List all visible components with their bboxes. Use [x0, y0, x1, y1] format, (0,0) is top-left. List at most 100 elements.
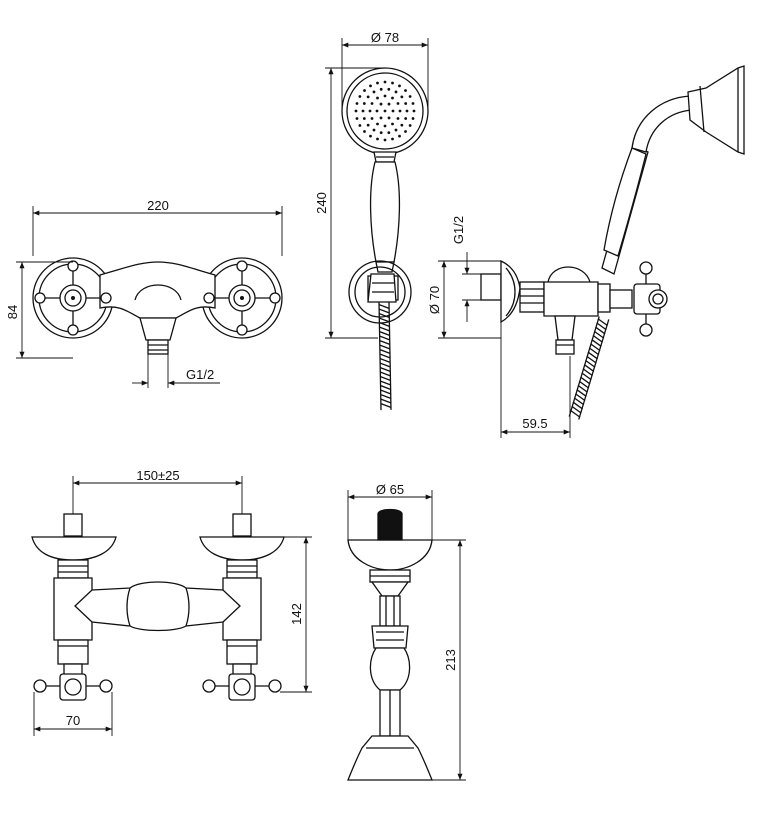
hose-ring [592, 334, 603, 343]
hose-ring [380, 402, 392, 409]
hose-edge [388, 301, 392, 410]
nozzle-dot [379, 131, 383, 135]
left-cross-handle [34, 260, 112, 336]
dim-holder-height: 213 [443, 649, 458, 671]
nozzle-dot [379, 116, 383, 120]
hose-ring [586, 355, 597, 364]
hose-ring [578, 380, 590, 389]
nozzle-dot [387, 87, 391, 91]
nozzle-dot [404, 130, 407, 133]
nozzle-dot [398, 134, 401, 138]
dim-side-inlet: G1/2 [451, 216, 466, 244]
hose-ring [379, 339, 390, 346]
hose-edge [378, 302, 382, 411]
dim-front-outlet: G1/2 [186, 367, 214, 382]
dim-handshower-length: 240 [314, 192, 329, 214]
nozzle-dot [358, 124, 362, 127]
spray-nozzles [354, 80, 416, 142]
dim-head-diameter: Ø 78 [371, 30, 399, 45]
nozzle-dot [405, 109, 409, 113]
hose-ring [576, 389, 587, 397]
dim-center-distance: 150±25 [136, 468, 179, 483]
holder-view: Ø 65 213 [347, 482, 466, 781]
hose-ring [380, 371, 391, 377]
nozzle-dot [412, 109, 416, 113]
nozzle-dot [387, 102, 391, 106]
nozzle-dot [362, 102, 366, 105]
hose-ring [380, 393, 391, 400]
nozzle-dot [398, 109, 402, 113]
hose-ring [379, 330, 390, 337]
nozzle-dot [391, 137, 394, 141]
nozzle-dot [398, 84, 401, 88]
hose-ring [580, 376, 591, 385]
nozzle-dot [408, 124, 412, 127]
nozzle-dot [361, 109, 365, 113]
side-handset [601, 65, 745, 275]
hose-ring [588, 347, 600, 356]
nozzle-dot [394, 128, 398, 132]
hose-ring [581, 372, 592, 381]
nozzle-dot [368, 109, 372, 113]
nozzle-dot [354, 109, 358, 113]
nozzle-dot [404, 102, 408, 105]
hose-ring [591, 339, 602, 347]
nozzle-dot [369, 84, 372, 88]
hose-ring [585, 359, 596, 368]
hose-ring [379, 335, 390, 341]
hose-ring [379, 326, 390, 332]
front-view: 220 84 G1/2 [5, 198, 283, 388]
hose-ring [380, 380, 391, 386]
nozzle-dot [362, 117, 366, 120]
nozzle-dot [391, 81, 394, 85]
nozzle-dot [372, 128, 376, 132]
hose-ring [380, 384, 391, 391]
hose-ring [378, 303, 390, 310]
nozzle-dot [383, 109, 387, 113]
nozzle-dot [355, 102, 359, 105]
hose-ring [571, 405, 582, 414]
nozzle-dot [370, 102, 374, 105]
dim-side-flange: Ø 70 [427, 286, 442, 314]
hose-ring [575, 393, 586, 402]
nozzle-dot [383, 94, 387, 98]
hose-ring [590, 343, 601, 352]
hose-ring [597, 318, 608, 327]
side-hose [568, 316, 610, 420]
hose-ring [380, 366, 391, 373]
hose-ring [593, 330, 605, 339]
hose-ring [379, 317, 390, 323]
hose-ring [582, 368, 593, 377]
nozzle-dot [387, 131, 391, 135]
nozzle-dot [366, 95, 370, 99]
dim-front-width: 220 [147, 198, 169, 213]
nozzle-dot [375, 109, 379, 113]
nozzle-dot [391, 122, 394, 126]
hose-ring [379, 321, 390, 328]
nozzle-dot [408, 95, 412, 98]
nozzle-dot [396, 117, 400, 120]
hose-ring [378, 308, 390, 314]
hose-ring [595, 326, 606, 335]
nozzle-dot [394, 90, 398, 94]
hose-ring [379, 353, 391, 359]
nozzle-dot [372, 90, 376, 94]
side-view: G1/2 Ø 70 59.5 [427, 65, 745, 438]
hose-ring [570, 409, 581, 418]
nozzle-dot [411, 117, 415, 120]
handshower-view: Ø 78 240 [314, 30, 429, 411]
nozzle-dot [391, 96, 394, 100]
nozzle-dot [404, 117, 408, 120]
hose-ring [572, 401, 583, 410]
hose-ring [380, 398, 392, 404]
nozzle-dot [370, 117, 374, 120]
nozzle-dot [379, 102, 383, 106]
nozzle-dot [391, 109, 395, 113]
nozzle-dot [400, 95, 404, 99]
nozzle-dot [363, 130, 366, 133]
hose-ring [379, 362, 391, 368]
hose-ring [587, 351, 598, 360]
hose-ring [379, 348, 391, 355]
nozzle-dot [376, 137, 379, 141]
nozzle-dot [383, 138, 387, 142]
